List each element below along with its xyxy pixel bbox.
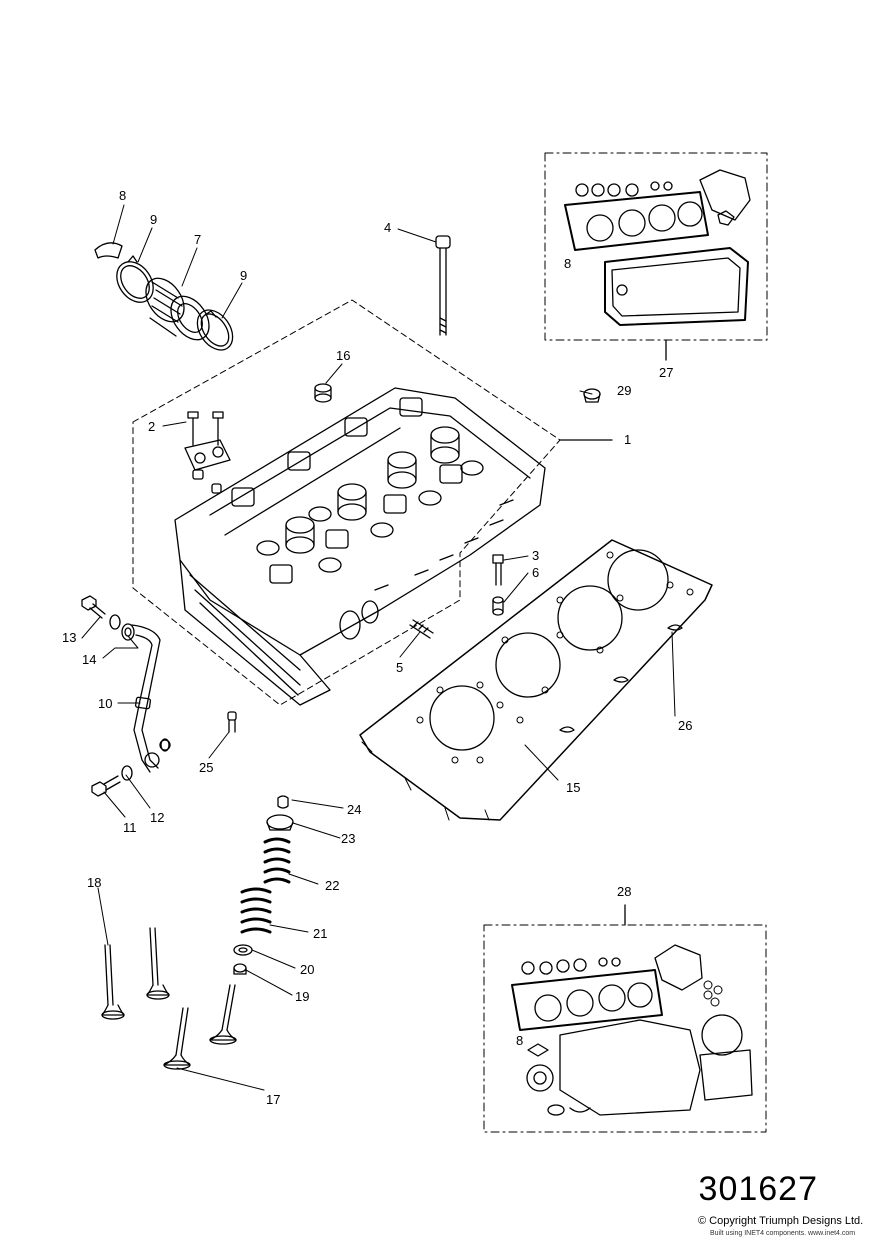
callout-21: 21 xyxy=(313,926,327,941)
callout-17: 17 xyxy=(266,1092,280,1107)
callout-15: 15 xyxy=(566,780,580,795)
part-11-banjo-bolt xyxy=(91,775,121,797)
part-19-valve-stem-seal xyxy=(233,963,247,975)
part-23-spring-retainer xyxy=(266,814,294,831)
callout-1: 1 xyxy=(624,432,631,447)
part-29-plug xyxy=(583,388,601,403)
cylinder-head xyxy=(174,387,546,706)
callout-28: 28 xyxy=(617,884,631,899)
part-4-head-bolt xyxy=(435,235,451,336)
callout-24: 24 xyxy=(347,802,361,817)
callout-29: 29 xyxy=(617,383,631,398)
callout-25: 25 xyxy=(199,760,213,775)
part-8-clip xyxy=(94,242,123,259)
callout-3: 3 xyxy=(532,548,539,563)
valve-buckets xyxy=(256,426,484,573)
callout-19: 19 xyxy=(295,989,309,1004)
part-3-bolt xyxy=(492,554,504,586)
callout-13: 13 xyxy=(62,630,76,645)
callout-2: 2 xyxy=(148,419,155,434)
part-9-clamp-right xyxy=(196,309,234,351)
callout-7: 7 xyxy=(194,232,201,247)
part-16-plug xyxy=(314,383,332,403)
kit-28-sub-label: 8 xyxy=(516,1033,523,1048)
cylinder-head-group xyxy=(132,299,613,706)
figure-number: 301627 xyxy=(698,1170,818,1208)
part-6-dowel xyxy=(492,596,504,616)
callout-26: 26 xyxy=(678,718,692,733)
part-18-valves xyxy=(101,927,170,1020)
part-15-head-gasket xyxy=(359,539,713,821)
part-26-dowels xyxy=(559,624,683,733)
leader-lines xyxy=(81,204,676,1091)
part-24-collets xyxy=(277,795,289,809)
callout-11: 11 xyxy=(123,820,137,835)
part-20-spring-seat xyxy=(233,944,253,956)
part-28-full-gasket-kit xyxy=(483,904,767,1133)
callout-4: 4 xyxy=(384,220,391,235)
callout-5: 5 xyxy=(396,660,403,675)
callout-27: 27 xyxy=(659,365,673,380)
callout-23: 23 xyxy=(341,831,355,846)
callout-6: 6 xyxy=(532,565,539,580)
callout-14: 14 xyxy=(82,652,96,667)
exhaust-studs xyxy=(374,499,514,591)
cam-towers xyxy=(231,397,463,584)
part-25-plug xyxy=(227,711,237,733)
callout-12: 12 xyxy=(150,810,164,825)
part-27-top-end-gasket-kit xyxy=(544,152,768,361)
part-13-banjo-bolt xyxy=(81,595,106,619)
part-12-washers xyxy=(121,738,170,781)
callout-10: 10 xyxy=(98,696,112,711)
callout-8: 8 xyxy=(119,188,126,203)
copyright-notice: © Copyright Triumph Designs Ltd. xyxy=(698,1215,864,1227)
callout-20: 20 xyxy=(300,962,314,977)
callout-22: 22 xyxy=(325,878,339,893)
callout-labels: 1 2 3 4 5 6 7 8 9 9 10 11 12 13 14 15 16… xyxy=(62,188,692,1107)
kit-27-sub-label: 8 xyxy=(564,256,571,271)
build-credit: Built using INET4 components. www.inet4.… xyxy=(710,1230,856,1237)
callout-9-right: 9 xyxy=(240,268,247,283)
part-7-inlet-rubber xyxy=(145,277,210,341)
callout-18: 18 xyxy=(87,875,101,890)
callout-9-left: 9 xyxy=(150,212,157,227)
part-10-oil-pipe xyxy=(131,624,171,773)
part-22-outer-spring xyxy=(263,837,291,884)
part-21-inner-spring xyxy=(240,887,272,934)
part-14-washers xyxy=(109,614,135,641)
part-17-valves xyxy=(163,984,237,1070)
part-2-cam-cap-bolts xyxy=(184,411,231,494)
callout-16: 16 xyxy=(336,348,350,363)
